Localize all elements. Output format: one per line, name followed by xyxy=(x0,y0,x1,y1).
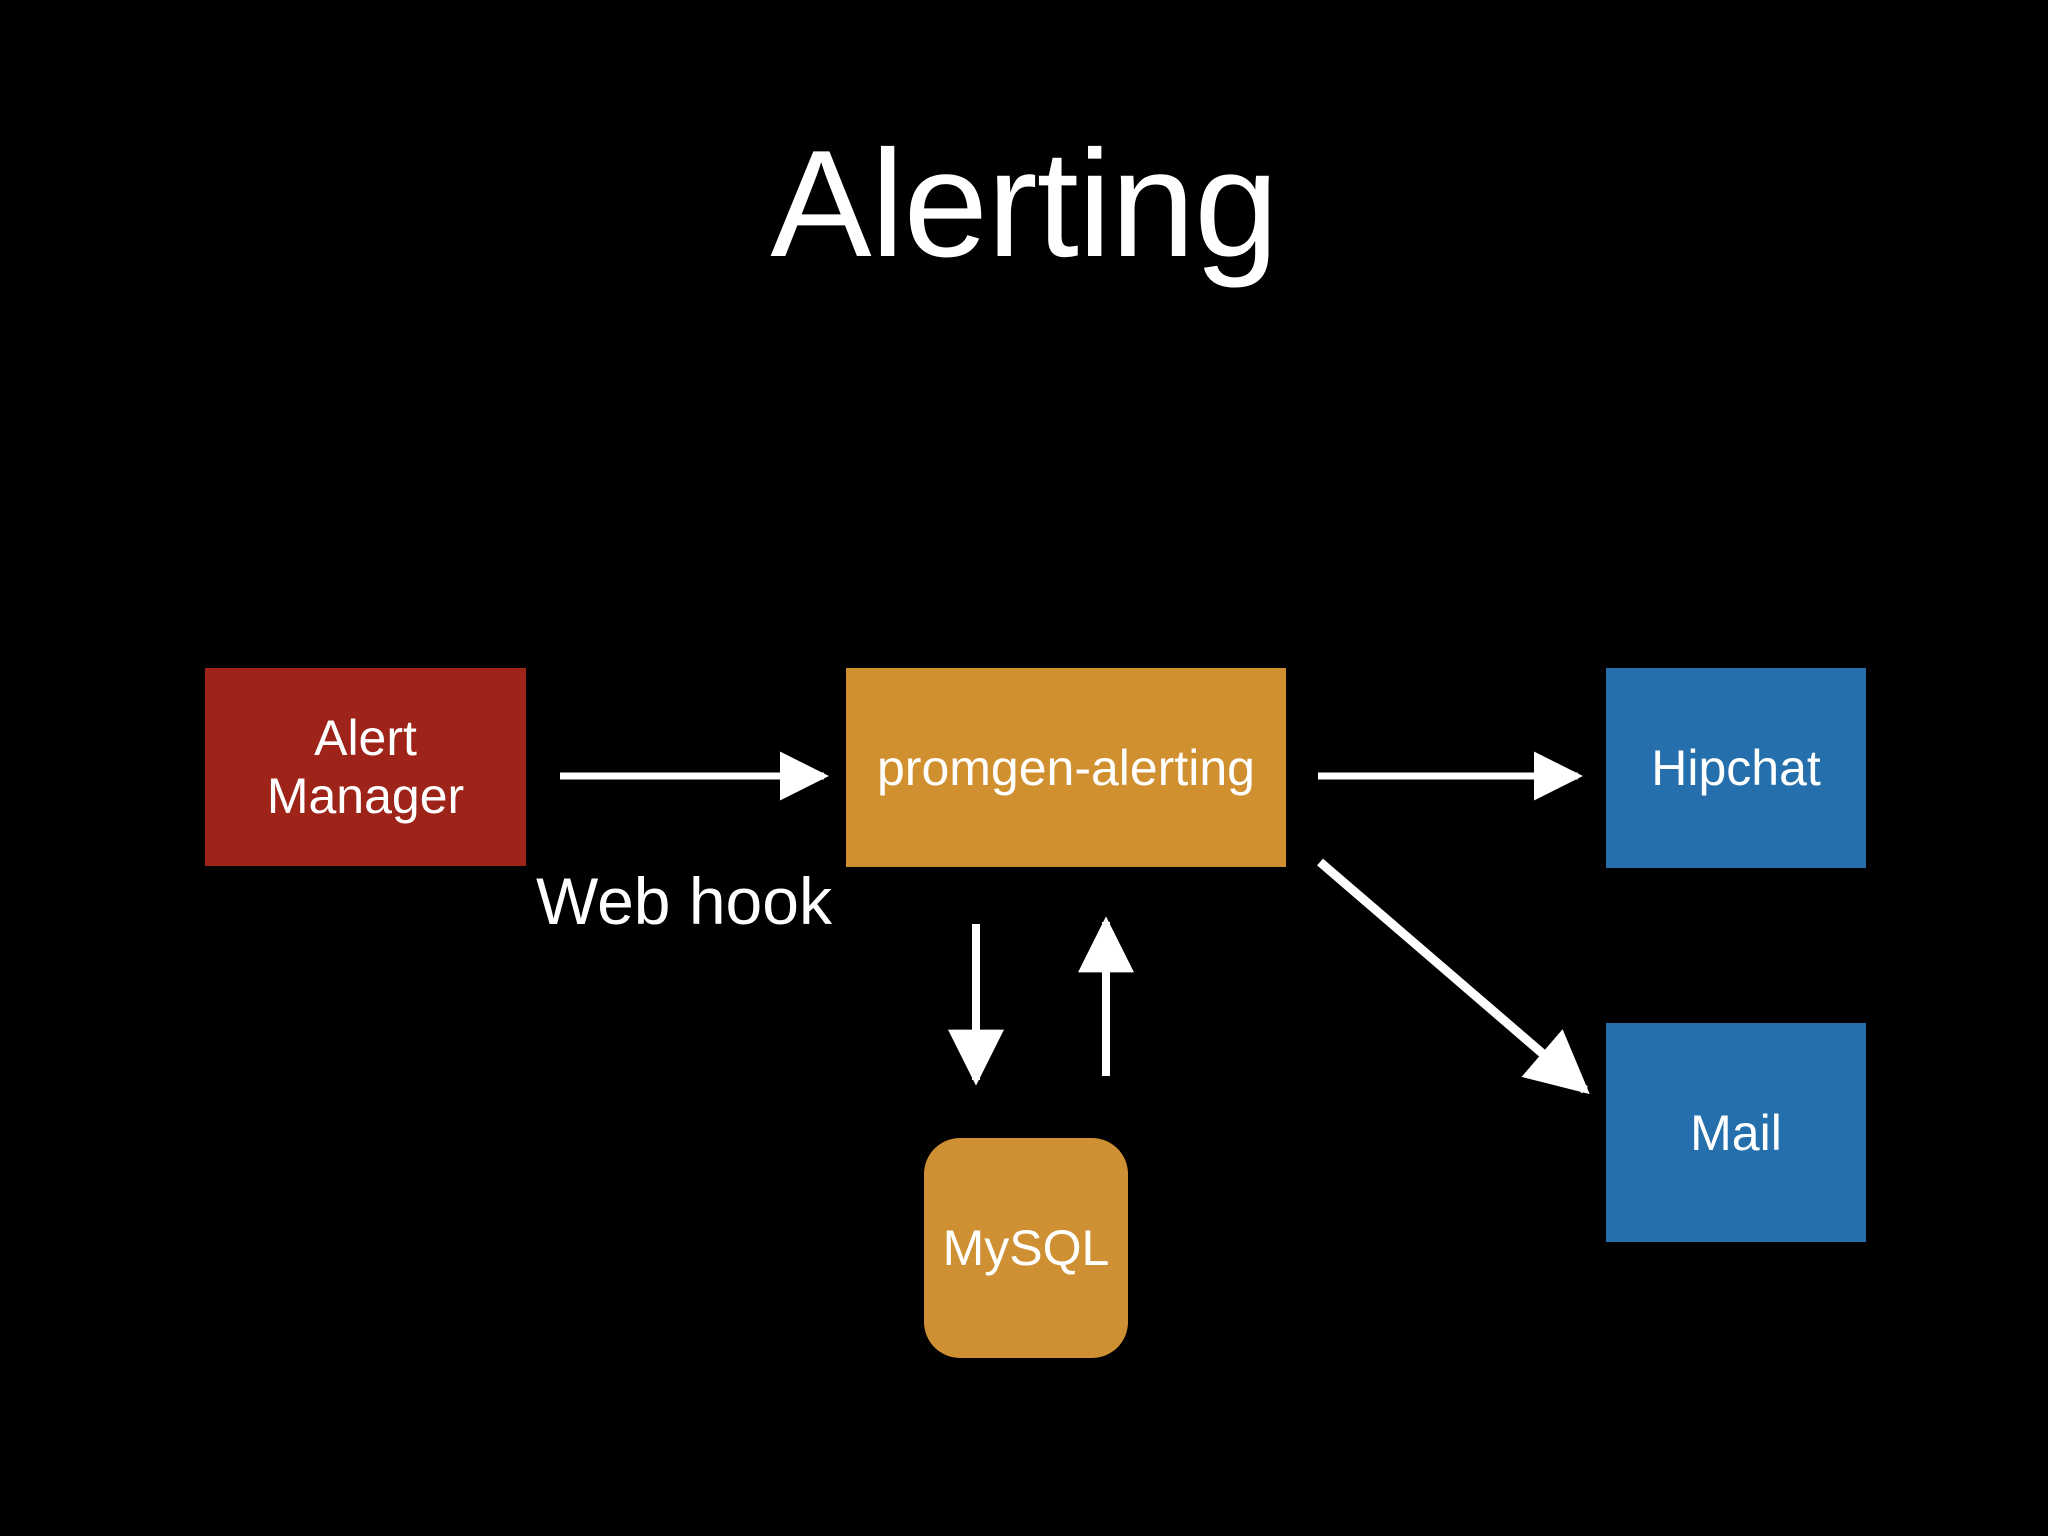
diagram-node-promgen-alerting[interactable]: promgen-alerting xyxy=(846,668,1286,867)
diagram-node-label: Mail xyxy=(1690,1104,1782,1161)
diagram-node-mail[interactable]: Mail xyxy=(1606,1023,1866,1242)
arrow-promgen-to-mail xyxy=(1317,858,1590,1095)
diagram-node-label: Hipchat xyxy=(1651,740,1821,796)
diagram-node-alert-manager[interactable]: Alert Manager xyxy=(205,668,526,866)
diagram-node-label: MySQL xyxy=(942,1220,1110,1276)
edge-label-web-hook: Web hook xyxy=(536,864,832,938)
page-title: Alerting xyxy=(770,119,1278,289)
diagram-node-label: Alert Manager xyxy=(266,710,465,824)
diagram-node-label: promgen-alerting xyxy=(877,739,1255,796)
diagram-node-mysql[interactable]: MySQL xyxy=(924,1138,1128,1358)
diagram-node-hipchat[interactable]: Hipchat xyxy=(1606,668,1866,868)
